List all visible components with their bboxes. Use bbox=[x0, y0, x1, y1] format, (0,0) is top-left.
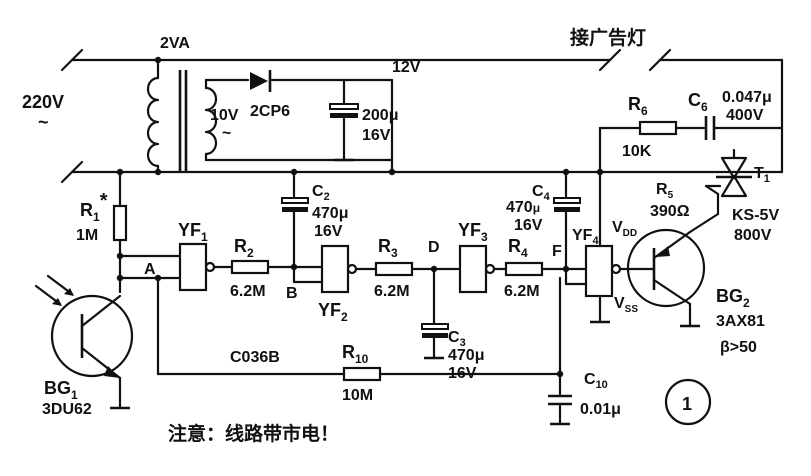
resistor-r4 bbox=[504, 261, 588, 277]
label-mains-symbol: ~ bbox=[38, 112, 49, 132]
label-figure-number: 1 bbox=[682, 394, 692, 414]
label-c4-voltage: 16V bbox=[514, 217, 543, 234]
label-dc-voltage: 12V bbox=[392, 59, 421, 76]
node-a-wiring bbox=[118, 254, 562, 376]
gate-yf3 bbox=[458, 244, 508, 294]
label-r5-value: 390Ω bbox=[650, 203, 690, 220]
label-node-f: F bbox=[552, 243, 562, 260]
label-bg2: BG2 bbox=[716, 286, 750, 310]
label-r5-name: R5 bbox=[656, 181, 674, 201]
label-c2-name: C2 bbox=[312, 183, 330, 203]
label-r4-value: 6.2M bbox=[504, 283, 540, 300]
label-c10-value: 0.01μ bbox=[580, 401, 621, 418]
resistor-r3 bbox=[374, 261, 462, 277]
label-c4-value: 470μ bbox=[506, 199, 540, 216]
label-secondary-symbol: ~ bbox=[222, 125, 231, 142]
label-c3-name: C3 bbox=[448, 329, 466, 349]
label-r3-value: 6.2M bbox=[374, 283, 410, 300]
label-c6-voltage: 400V bbox=[726, 107, 764, 124]
label-yf3: YF3 bbox=[458, 220, 488, 244]
resistor-r1 bbox=[112, 170, 128, 294]
label-c3-voltage: 16V bbox=[448, 365, 477, 382]
label-ad-lamp: 接广告灯 bbox=[570, 26, 646, 49]
label-r6-value: 10K bbox=[622, 143, 652, 160]
gate-yf4 bbox=[584, 168, 656, 324]
label-r1-name: R1* bbox=[80, 190, 108, 224]
capacitor-c10 bbox=[548, 370, 572, 426]
figure-number-circle bbox=[664, 378, 712, 426]
label-vdd: VDD bbox=[612, 219, 637, 239]
resistor-r2 bbox=[230, 259, 324, 275]
label-c2-voltage: 16V bbox=[314, 223, 343, 240]
label-c6-value: 0.047μ bbox=[722, 89, 772, 106]
junction-dots bbox=[116, 56, 570, 282]
label-triac-model: KS-5V bbox=[732, 207, 779, 224]
transistor-bg2 bbox=[626, 192, 720, 328]
label-cfilter-value: 200μ bbox=[362, 107, 398, 124]
label-diode: 2CP6 bbox=[250, 103, 290, 120]
label-node-d: D bbox=[428, 239, 440, 256]
label-ic-model: C036B bbox=[230, 349, 280, 366]
capacitor-c6 bbox=[704, 116, 784, 140]
label-r2-value: 6.2M bbox=[230, 283, 266, 300]
label-node-b: B bbox=[286, 285, 298, 302]
label-c2-value: 470μ bbox=[312, 205, 348, 222]
label-triac-voltage: 800V bbox=[734, 227, 772, 244]
label-bg1: BG1 bbox=[44, 378, 78, 402]
label-r10-value: 10M bbox=[342, 387, 373, 404]
label-r4-name: R4 bbox=[508, 236, 528, 260]
label-yf4: YF4 bbox=[572, 227, 599, 247]
label-c10-name: C10 bbox=[584, 371, 608, 391]
capacitor-c4 bbox=[553, 170, 588, 286]
label-yf2: YF2 bbox=[318, 300, 348, 324]
label-yf1: YF1 bbox=[178, 220, 208, 244]
capacitor-c2 bbox=[281, 170, 324, 284]
secondary-loop bbox=[204, 78, 394, 174]
label-c3-value: 470μ bbox=[448, 347, 484, 364]
resistor-r10 bbox=[342, 366, 382, 382]
label-node-a: A bbox=[144, 261, 156, 278]
mains-top-line bbox=[60, 48, 622, 72]
transformer bbox=[146, 58, 218, 174]
label-r6-name: R6 bbox=[628, 94, 648, 118]
label-r3-name: R3 bbox=[378, 236, 398, 260]
gate-yf2 bbox=[320, 244, 378, 294]
label-c6-name: C6 bbox=[688, 90, 708, 114]
label-c4-name: C4 bbox=[532, 183, 551, 203]
label-cfilter-voltage: 16V bbox=[362, 127, 391, 144]
label-t1: T1 bbox=[754, 165, 770, 185]
label-bg1-model: 3DU62 bbox=[42, 401, 92, 418]
label-vss: VSS bbox=[614, 295, 638, 315]
label-r1-value: 1M bbox=[76, 227, 98, 244]
label-secondary: 10V bbox=[210, 107, 239, 124]
label-transformer: 2VA bbox=[160, 35, 190, 52]
lamp-terminal bbox=[648, 48, 784, 174]
gate-yf1 bbox=[178, 242, 234, 292]
diode-2cp6 bbox=[250, 70, 272, 92]
label-r10-name: R10 bbox=[342, 342, 369, 366]
mains-bottom-line bbox=[60, 160, 784, 184]
capacitor-c3 bbox=[421, 265, 449, 360]
triac-t1 bbox=[704, 148, 752, 198]
label-warning: 注意：线路带市电！ bbox=[168, 422, 339, 445]
label-beta: β>50 bbox=[720, 339, 757, 356]
phototransistor-bg1 bbox=[34, 274, 134, 410]
label-bg2-model: 3AX81 bbox=[716, 313, 765, 330]
label-r2-name: R2 bbox=[234, 236, 254, 260]
label-mains: 220V bbox=[22, 92, 64, 112]
capacitor-filter bbox=[329, 78, 359, 162]
resistor-r6 bbox=[598, 120, 706, 174]
